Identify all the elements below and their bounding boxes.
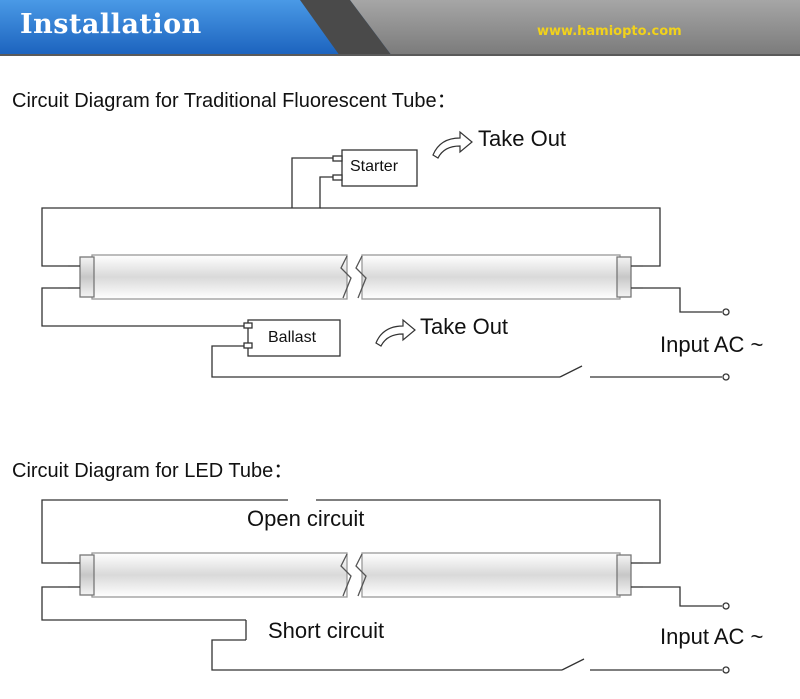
take-out-arrow-icon <box>432 130 473 159</box>
ballast-label: Ballast <box>268 329 317 346</box>
take-out-label: Take Out <box>478 126 567 151</box>
led-heading: Circuit Diagram for LED Tube： <box>12 460 294 482</box>
website-link[interactable]: www.hamiopto.com <box>537 24 682 39</box>
ballast-box <box>247 319 341 357</box>
fluorescent-tube <box>68 254 643 300</box>
starter-label: Starter <box>350 158 399 175</box>
input-ac-label: Input AC ~ <box>660 624 764 649</box>
page-title: Installation <box>20 9 202 40</box>
starter-box <box>341 149 418 187</box>
header-banner: Installation www.hamiopto.com <box>0 0 800 56</box>
led-circuit <box>41 499 730 674</box>
take-out-label: Take Out <box>420 314 509 339</box>
fluorescent-heading: Circuit Diagram for Traditional Fluoresc… <box>12 90 457 112</box>
short-circuit-label: Short circuit <box>268 618 385 643</box>
take-out-arrow-icon <box>375 318 416 347</box>
open-circuit-label: Open circuit <box>247 506 365 531</box>
input-ac-label: Input AC ~ <box>660 332 764 357</box>
banner-background <box>0 0 800 56</box>
fluorescent-circuit <box>41 149 730 381</box>
led-tube <box>68 552 643 598</box>
